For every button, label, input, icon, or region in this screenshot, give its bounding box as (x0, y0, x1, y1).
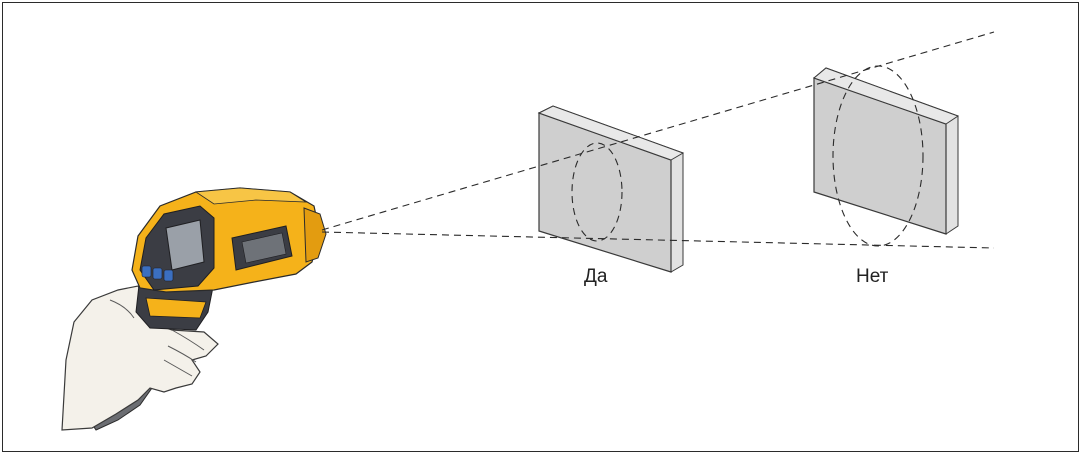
hand-icon (61, 285, 219, 431)
display-screen (165, 219, 205, 271)
spot-ellipse-yes (571, 142, 623, 242)
finger-line (167, 345, 197, 363)
target-label-yes: Да (584, 266, 608, 287)
thumb-line (109, 299, 135, 319)
cone-upper-line (321, 31, 995, 231)
thermometer-top (194, 187, 308, 205)
measurement-cone (321, 31, 995, 249)
panel-top (537, 105, 685, 161)
side-window (241, 232, 287, 264)
thermometer-button (152, 267, 163, 280)
finger-line (163, 359, 193, 377)
target-label-no: Нет (856, 266, 889, 287)
panel-top (813, 67, 960, 125)
thermometer-button (141, 265, 152, 278)
finger-line (171, 329, 205, 351)
thermometer-button (163, 269, 174, 282)
infrared-thermometer-icon (131, 187, 327, 331)
cone-lower-line (321, 231, 995, 249)
hand-palm (61, 285, 219, 431)
target-panel-yes (537, 105, 685, 273)
handle-trim (145, 297, 207, 319)
thermometer-lens (303, 207, 327, 263)
target-panel-no (813, 67, 960, 235)
spot-ellipse-no (832, 65, 924, 247)
